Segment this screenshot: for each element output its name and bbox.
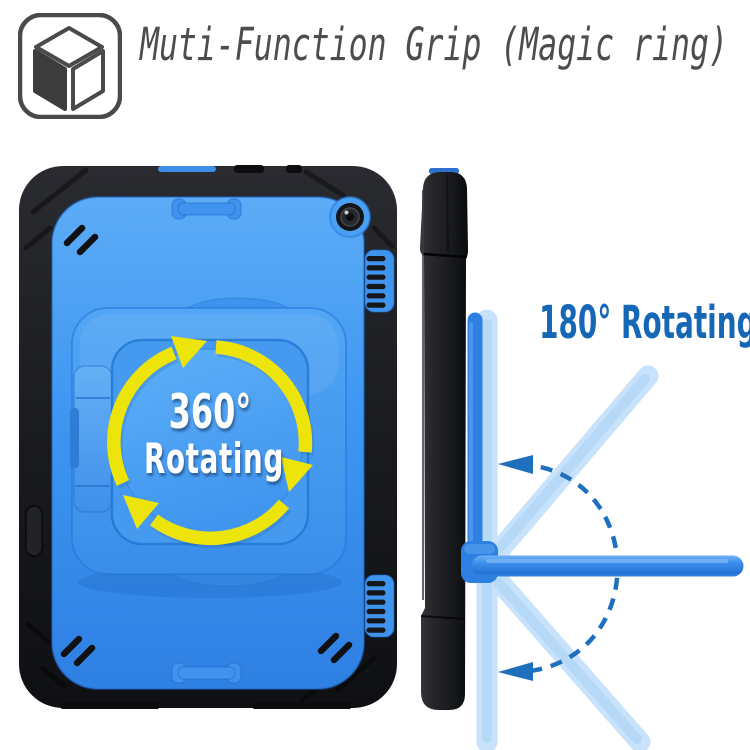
tablet-front-view — [19, 165, 397, 709]
bottom-clip — [171, 662, 242, 684]
case-side-profile — [420, 168, 468, 710]
side-grip-top — [364, 249, 395, 313]
corner-slashes — [60, 224, 353, 667]
top-clip — [171, 198, 242, 220]
page-title: Muti-Function Grip (Magic ring) — [140, 18, 728, 71]
side-grip-bottom — [364, 574, 395, 638]
cube-3d-icon — [18, 13, 122, 119]
kickstand-folded — [467, 312, 483, 564]
corner-ridges — [23, 167, 395, 703]
side-button — [25, 505, 43, 557]
arc-arrowhead-down — [498, 662, 533, 681]
kickstand-open-horizontal — [461, 541, 744, 583]
top-edge-blue-sliver — [158, 166, 216, 172]
front-rotation-degrees-label: 360° — [168, 385, 252, 440]
rotation-360-arrows-icon — [107, 336, 315, 549]
side-rotation-label: 180° Rotating — [539, 296, 750, 349]
arc-arrowhead-up — [498, 455, 533, 474]
tablet-side-view — [420, 168, 744, 750]
camera-lens — [329, 196, 371, 238]
kickstand-ghost-positions — [476, 309, 659, 750]
front-rotation-word-label: Rotating — [144, 434, 284, 483]
kickstand-folded-legs — [70, 365, 113, 513]
